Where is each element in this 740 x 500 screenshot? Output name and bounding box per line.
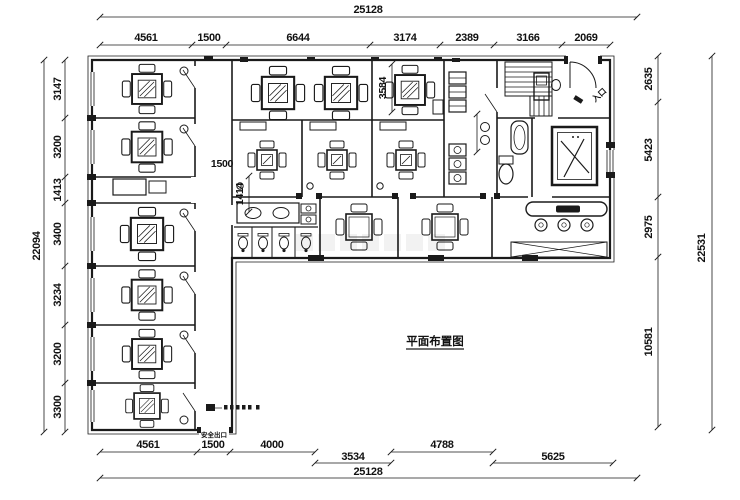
dim-right-2: 2975: [643, 215, 655, 238]
dim-bottom-0: 4561: [136, 439, 159, 451]
dim-right-1: 5423: [643, 138, 655, 161]
dim-left-3: 3400: [52, 222, 64, 245]
entrance-label: 入口: [590, 86, 609, 104]
dim-top-1: 1500: [197, 32, 220, 44]
dimensions: 25128 4561 1500 6644 3174 2389 3166 2069…: [31, 4, 716, 482]
billiard-table-icon: [550, 125, 599, 187]
wall-piers: [87, 56, 615, 433]
dim-room-depth: 3584: [377, 76, 389, 99]
counter-icon: [525, 201, 608, 232]
door-note: [206, 404, 260, 411]
dim-top-6: 2069: [574, 32, 597, 44]
dim-left-6: 3300: [52, 395, 64, 418]
dim-left-5: 3200: [52, 342, 64, 365]
dim-right-3: 10581: [643, 327, 655, 356]
dim-top-4: 2389: [455, 32, 478, 44]
lamp-icon: [179, 66, 384, 425]
dim-corridor: 1500: [211, 158, 234, 170]
dim-left-1: 3200: [52, 135, 64, 158]
stairs-icon: [504, 61, 553, 117]
urinal-icon: [300, 203, 317, 225]
dim-left-overall: 22094: [31, 230, 43, 260]
dim-passage: 1414: [234, 182, 246, 205]
dim-bottom-5: 5625: [541, 451, 564, 463]
dim-top-3: 3174: [393, 32, 417, 44]
dim-bottom-4: 4788: [430, 439, 453, 451]
stool-icon: [448, 122, 490, 185]
cabinet-icon: [432, 71, 467, 115]
dim-top-overall: 25128: [353, 4, 382, 16]
dim-left-2: 1413: [52, 178, 64, 201]
dim-left-4: 3234: [52, 282, 64, 306]
bench-icon: [510, 241, 608, 258]
walls: [86, 55, 615, 435]
dim-bottom-2: 4000: [260, 439, 283, 451]
dim-right-0: 2635: [643, 67, 655, 90]
dim-top-5: 3166: [516, 32, 539, 44]
dim-right-overall: 22531: [696, 233, 708, 262]
dim-bottom-1: 1500: [201, 439, 224, 451]
dim-left-0: 3147: [52, 77, 64, 100]
toilet-icon: [498, 155, 514, 185]
furniture: [112, 61, 608, 429]
reception-desk-icon: [533, 72, 561, 101]
dim-top-2: 6644: [286, 32, 310, 44]
safety-exit-label: 安全出口: [201, 430, 227, 439]
labels: 平面布置图 入口 安全出口: [201, 86, 608, 439]
bathtub-icon: [510, 120, 529, 155]
dim-bottom-3: 3534: [341, 451, 365, 463]
watermark: [296, 234, 445, 251]
sink-counter-icon: [236, 202, 300, 224]
dim-bottom-overall: 25128: [353, 466, 382, 478]
dim-top-0: 4561: [134, 32, 157, 44]
window-icon: [86, 72, 615, 422]
plan-title: 平面布置图: [406, 334, 464, 348]
